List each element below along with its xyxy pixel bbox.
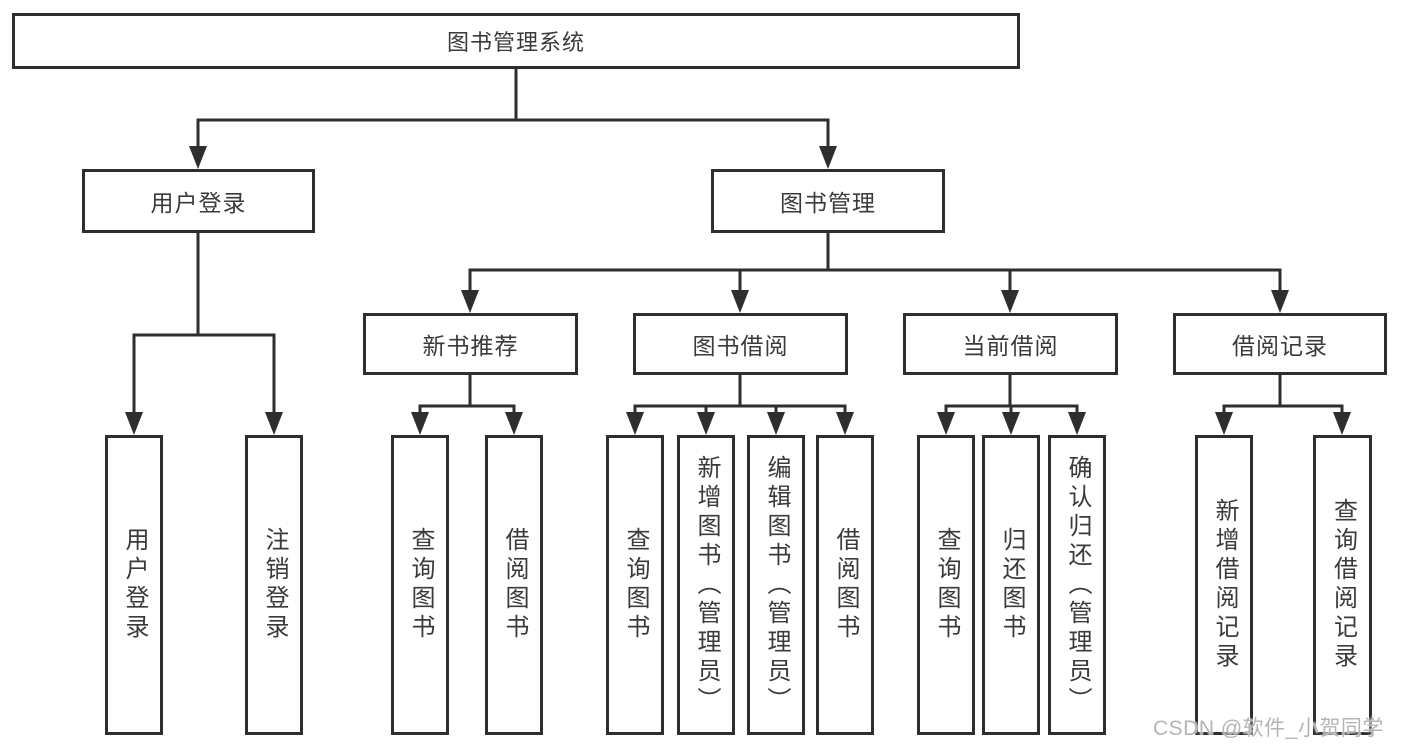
arrowheads [125, 146, 1351, 435]
arrowhead [626, 412, 644, 435]
node-book-borrow: 图书借阅 [633, 313, 848, 375]
leaf-borrow-book-recommend: 借阅图书 [485, 435, 543, 735]
arrowhead [1271, 290, 1289, 313]
leaf-query-book-recommend: 查询图书 [391, 435, 449, 735]
leaf-logout: 注销登录 [245, 435, 303, 735]
connector-borrowrecords-to-leaves [1222, 373, 1344, 415]
leaf-query-book-current-label: 查询图书 [933, 527, 960, 643]
arrowhead [125, 412, 143, 435]
connector-root-to-level2 [196, 67, 830, 149]
leaf-return-book: 归还图书 [982, 435, 1040, 735]
leaf-user-login: 用户登录 [105, 435, 163, 735]
node-borrow-records-label: 借阅记录 [1232, 333, 1328, 359]
leaf-add-borrow-record-label: 新增借阅记录 [1211, 498, 1238, 672]
arrowhead [411, 412, 429, 435]
arrowhead [461, 290, 479, 313]
connector-bookmgmt-to-level3 [468, 231, 1282, 293]
arrowhead [265, 412, 283, 435]
node-book-management: 图书管理 [711, 169, 945, 233]
arrowhead [819, 146, 837, 169]
leaf-query-book-recommend-label: 查询图书 [407, 527, 434, 643]
leaf-query-borrow-record: 查询借阅记录 [1313, 435, 1372, 735]
arrowhead [697, 412, 715, 435]
leaf-query-book-borrow: 查询图书 [606, 435, 664, 735]
leaf-logout-label: 注销登录 [261, 527, 288, 643]
leaf-add-book-admin: 新增图书（管理员） [677, 435, 735, 735]
arrowhead [1001, 290, 1019, 313]
leaf-edit-book-admin: 编辑图书（管理员） [747, 435, 805, 735]
node-current-borrow-label: 当前借阅 [962, 333, 1059, 359]
node-borrow-records: 借阅记录 [1173, 313, 1387, 375]
leaf-query-book-current: 查询图书 [917, 435, 975, 735]
node-current-borrow: 当前借阅 [903, 313, 1118, 375]
leaf-confirm-return-admin-label: 确认归还（管理员） [1064, 454, 1091, 716]
node-new-book-recommend-label: 新书推荐 [422, 333, 519, 359]
connector-bookborrow-to-leaves [633, 373, 847, 415]
arrowhead [189, 146, 207, 169]
node-user-login: 用户登录 [82, 169, 315, 233]
arrowhead [1333, 412, 1351, 435]
connector-newbookrec-to-leaves [418, 373, 516, 415]
leaf-user-login-label: 用户登录 [121, 527, 148, 643]
arrowhead [1002, 412, 1020, 435]
node-book-management-label: 图书管理 [780, 190, 876, 216]
leaf-confirm-return-admin: 确认归还（管理员） [1048, 435, 1106, 735]
leaf-borrow-book-label: 借阅图书 [832, 527, 859, 643]
leaf-return-book-label: 归还图书 [998, 527, 1025, 643]
node-root-label: 图书管理系统 [446, 30, 585, 55]
leaf-query-book-borrow-label: 查询图书 [622, 527, 649, 643]
arrowhead [767, 412, 785, 435]
leaf-add-borrow-record: 新增借阅记录 [1195, 435, 1253, 735]
arrowhead [505, 412, 523, 435]
leaf-add-book-admin-label: 新增图书（管理员） [693, 454, 720, 716]
node-book-borrow-label: 图书借阅 [692, 333, 789, 359]
connector-userlogin-to-leaves [132, 231, 276, 415]
arrowhead [731, 290, 749, 313]
connector-currentborrow-to-leaves [944, 373, 1079, 415]
arrowhead [836, 412, 854, 435]
leaf-borrow-book-recommend-label: 借阅图书 [501, 527, 528, 643]
leaf-borrow-book: 借阅图书 [816, 435, 874, 735]
node-new-book-recommend: 新书推荐 [363, 313, 578, 375]
arrowhead [1068, 412, 1086, 435]
csdn-watermark: CSDN @软件_小贺同学 [1153, 717, 1384, 740]
node-root: 图书管理系统 [12, 13, 1020, 69]
node-user-login-label: 用户登录 [150, 190, 247, 216]
leaf-edit-book-admin-label: 编辑图书（管理员） [763, 454, 790, 716]
arrowhead [1215, 412, 1233, 435]
arrowhead [937, 412, 955, 435]
leaf-query-borrow-record-label: 查询借阅记录 [1329, 498, 1357, 672]
